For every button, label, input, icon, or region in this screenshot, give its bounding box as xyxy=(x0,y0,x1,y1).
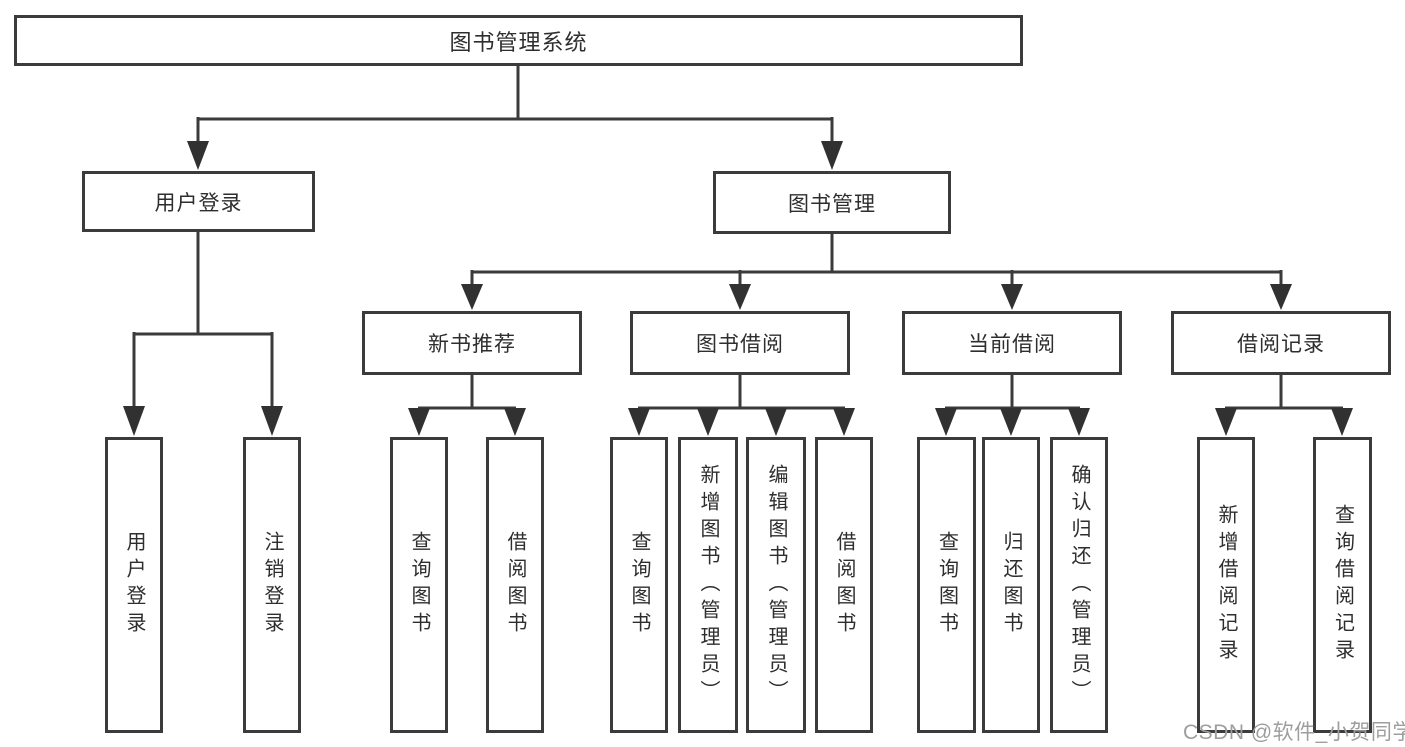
csdn-watermark: CSDN @软件_小贺同学 xyxy=(1183,721,1405,744)
node-current-borrow: 当前借阅 xyxy=(902,311,1122,375)
leaf-edit-books-admin: 编辑图书（管理员） xyxy=(746,437,806,733)
node-book-management: 图书管理 xyxy=(713,171,951,234)
leaf-add-books-admin: 新增图书（管理员） xyxy=(678,437,738,733)
leaf-confirm-return-admin: 确认归还（管理员） xyxy=(1050,437,1108,733)
connector-current-borrow-leaves xyxy=(935,375,1090,436)
connector-user-login-to-leaves xyxy=(123,232,283,436)
leaf-add-borrow-record: 新增借阅记录 xyxy=(1197,437,1255,733)
connector-book-borrow-leaves xyxy=(628,375,855,436)
connector-new-book-recommend-leaves xyxy=(408,375,526,436)
leaf-borrow-books-recommend: 借阅图书 xyxy=(486,437,544,733)
node-borrow-records: 借阅记录 xyxy=(1171,311,1391,375)
connector-book-mgmt-to-sections xyxy=(461,234,1292,310)
node-user-login: 用户登录 xyxy=(82,171,315,232)
leaf-borrow-books: 借阅图书 xyxy=(815,437,873,733)
leaf-logout-login: 注销登录 xyxy=(243,437,301,733)
node-book-borrow: 图书借阅 xyxy=(630,311,850,375)
node-library-management-system: 图书管理系统 xyxy=(14,15,1023,66)
leaf-query-books-borrow: 查询图书 xyxy=(610,437,668,733)
leaf-return-books: 归还图书 xyxy=(982,437,1040,733)
connector-root-to-level2 xyxy=(187,66,843,170)
leaf-query-borrow-record: 查询借阅记录 xyxy=(1313,437,1372,733)
leaf-query-books-current: 查询图书 xyxy=(917,437,976,733)
leaf-query-books-recommend: 查询图书 xyxy=(390,437,448,733)
connector-borrow-records-leaves xyxy=(1215,375,1353,436)
node-new-book-recommend: 新书推荐 xyxy=(362,311,582,375)
leaf-user-login: 用户登录 xyxy=(105,437,163,733)
